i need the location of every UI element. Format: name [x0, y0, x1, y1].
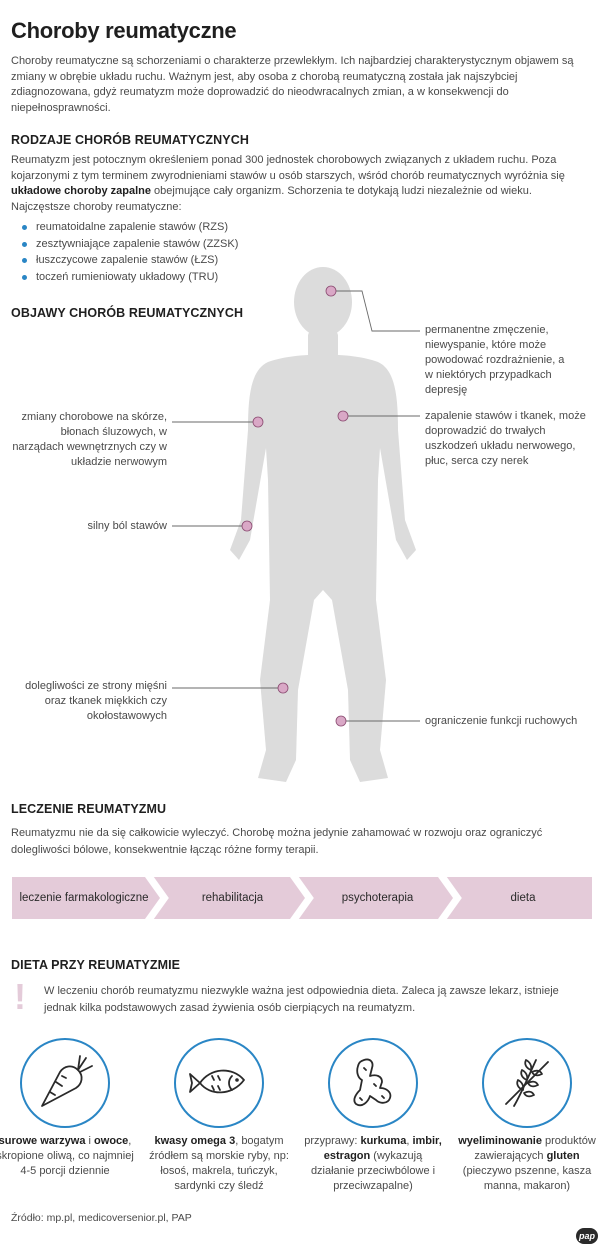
ginger-icon-circle	[328, 1038, 418, 1128]
diet-heading: DIETA PRZY REUMATYZMIE	[11, 958, 181, 972]
fish-icon-circle	[174, 1038, 264, 1128]
disease-list: reumatoidalne zapalenie stawów (RZS) zes…	[22, 219, 238, 285]
symptom-joint-pain-label: silny ból stawów	[87, 520, 167, 532]
fish-icon	[189, 1069, 245, 1094]
carrot-icon-circle	[20, 1038, 110, 1128]
no-gluten-icon-circle	[482, 1038, 572, 1128]
step-psychotherapy: psychoterapia	[341, 891, 414, 904]
no-gluten-icon	[505, 1059, 549, 1107]
step-rehabilitation: rehabilitacja	[201, 891, 264, 904]
treatment-heading: LECZENIE REUMATYZMU	[11, 802, 167, 816]
diet-caption-spices: przyprawy: kurkuma, imbir, estragon (wyk…	[304, 1135, 442, 1192]
warning-mark: !	[14, 976, 26, 1017]
list-item: zesztywniające zapalenie stawów (ZZSK)	[22, 236, 238, 253]
therapy-steps-arrow	[12, 877, 592, 919]
list-item: łuszczycowe zapalenie stawów (ŁZS)	[22, 252, 238, 269]
symptom-skin-label: zmiany chorobowe na skórze, błonach śluz…	[12, 411, 167, 468]
diet-caption-gluten: wyeliminowanie produktów zawierających g…	[458, 1135, 596, 1192]
types-heading: RODZAJE CHORÓB REUMATYCZNYCH	[11, 133, 249, 147]
symptoms-heading: OBJAWY CHORÓB REUMATYCZNYCH	[11, 306, 244, 320]
list-item: toczeń rumieniowaty układowy (TRU)	[22, 269, 238, 286]
diet-text: W leczeniu chorób reumatyzmu niezwykle w…	[44, 985, 559, 1014]
symptom-muscle-label: dolegliwości ze strony mięśni oraz tkane…	[25, 680, 167, 722]
page-title: Choroby reumatyczne	[11, 18, 237, 43]
diet-caption-omega3: kwasy omega 3, bogatym źródłem są morski…	[149, 1135, 289, 1192]
symptom-joints-inflammation-label: zapalenie stawów i tkanek, może doprowad…	[425, 410, 586, 467]
list-item: reumatoidalne zapalenie stawów (RZS)	[22, 219, 238, 236]
step-pharmacology: leczenie farmakologiczne	[19, 891, 149, 904]
symptom-fatigue-label: permanentne zmęczenie, niewyspanie, któr…	[425, 324, 565, 396]
carrot-icon	[41, 1055, 93, 1107]
diet-caption-vegetables: surowe warzywa i owoce, skropione oliwą,…	[0, 1135, 134, 1177]
step-diet: dieta	[510, 891, 536, 904]
symptom-mobility-label: ograniczenie funkcji ruchowych	[425, 715, 578, 727]
intro-text: Choroby reumatyczne są schorzeniami o ch…	[11, 55, 574, 114]
types-text: Reumatyzm jest potocznym określeniem pon…	[11, 154, 565, 213]
body-figure	[172, 267, 420, 782]
source-note: Źródło: mp.pl, medicoversenior.pl, PAP	[11, 1212, 192, 1224]
treatment-text: Reumatyzmu nie da się całkowicie wyleczy…	[11, 827, 543, 856]
ginger-icon	[353, 1058, 392, 1107]
pap-logo: pap	[576, 1228, 598, 1244]
